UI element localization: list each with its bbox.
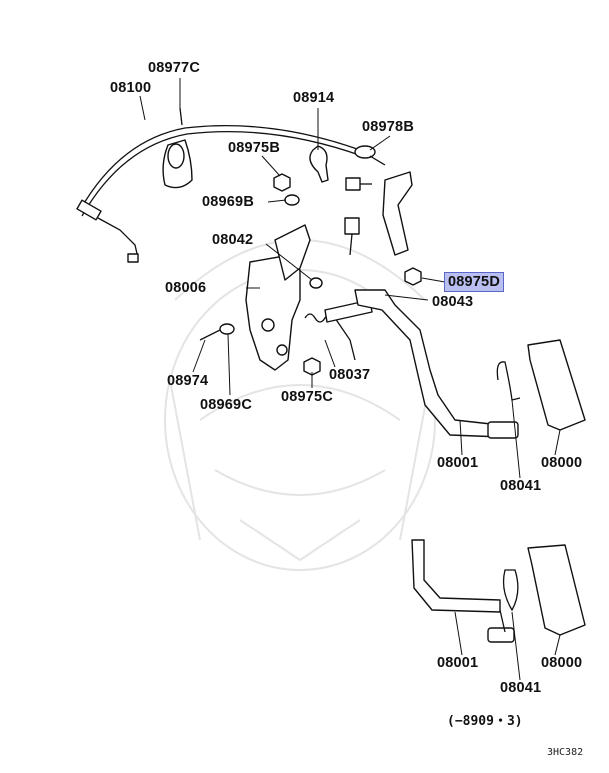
label-08969C: 08969C: [200, 397, 252, 413]
nut-08975D: [404, 267, 422, 286]
label-08041-lower: 08041: [500, 680, 542, 696]
label-08969B: 08969B: [202, 194, 254, 210]
stopper-bracket: [382, 171, 413, 256]
label-08001-upper: 08001: [437, 455, 479, 471]
label-08100: 08100: [110, 80, 152, 96]
label-08978B: 08978B: [362, 119, 414, 135]
cable-08100: [76, 124, 386, 263]
washer-08969B: [284, 194, 300, 206]
pedal-pad-08000-upper: [527, 339, 586, 431]
label-08001-lower: 08001: [437, 655, 479, 671]
label-08043: 08043: [432, 294, 474, 310]
pedal-lever-08001-lower: [411, 539, 515, 643]
nut-08975B: [273, 173, 291, 192]
leader-lines: [139, 78, 561, 681]
drawing-code: 3HC382: [547, 747, 584, 758]
label-08041-upper: 08041: [500, 478, 542, 494]
label-08000-lower: 08000: [541, 655, 583, 671]
label-08974: 08974: [167, 373, 209, 389]
bracket-08042: [274, 224, 311, 281]
clamp-08977C: [162, 107, 193, 189]
bolt-08978B: [345, 177, 372, 191]
pedal-pad-08000-lower: [527, 544, 586, 636]
bushing-08042: [309, 277, 323, 289]
label-08042: 08042: [212, 232, 254, 248]
nut-08975C: [303, 357, 321, 376]
label-08006: 08006: [165, 280, 207, 296]
label-08000-upper: 08000: [541, 455, 583, 471]
bolt-08974: [199, 329, 221, 341]
pedal-lever-08001-upper: [324, 289, 519, 439]
label-08975B: 08975B: [228, 140, 280, 156]
spring-08041-lower: [502, 569, 519, 612]
washer-08969C: [219, 323, 235, 335]
label-08975D: 08975D: [444, 272, 504, 292]
spring-08041-upper: [496, 361, 521, 401]
label-08977C: 08977C: [148, 60, 200, 76]
label-08037: 08037: [329, 367, 371, 383]
clip-08914: [309, 145, 329, 183]
label-08975C: 08975C: [281, 389, 333, 405]
date-range-note: (−8909・3): [447, 714, 523, 729]
label-08914: 08914: [293, 90, 335, 106]
switch-part: [344, 217, 360, 256]
